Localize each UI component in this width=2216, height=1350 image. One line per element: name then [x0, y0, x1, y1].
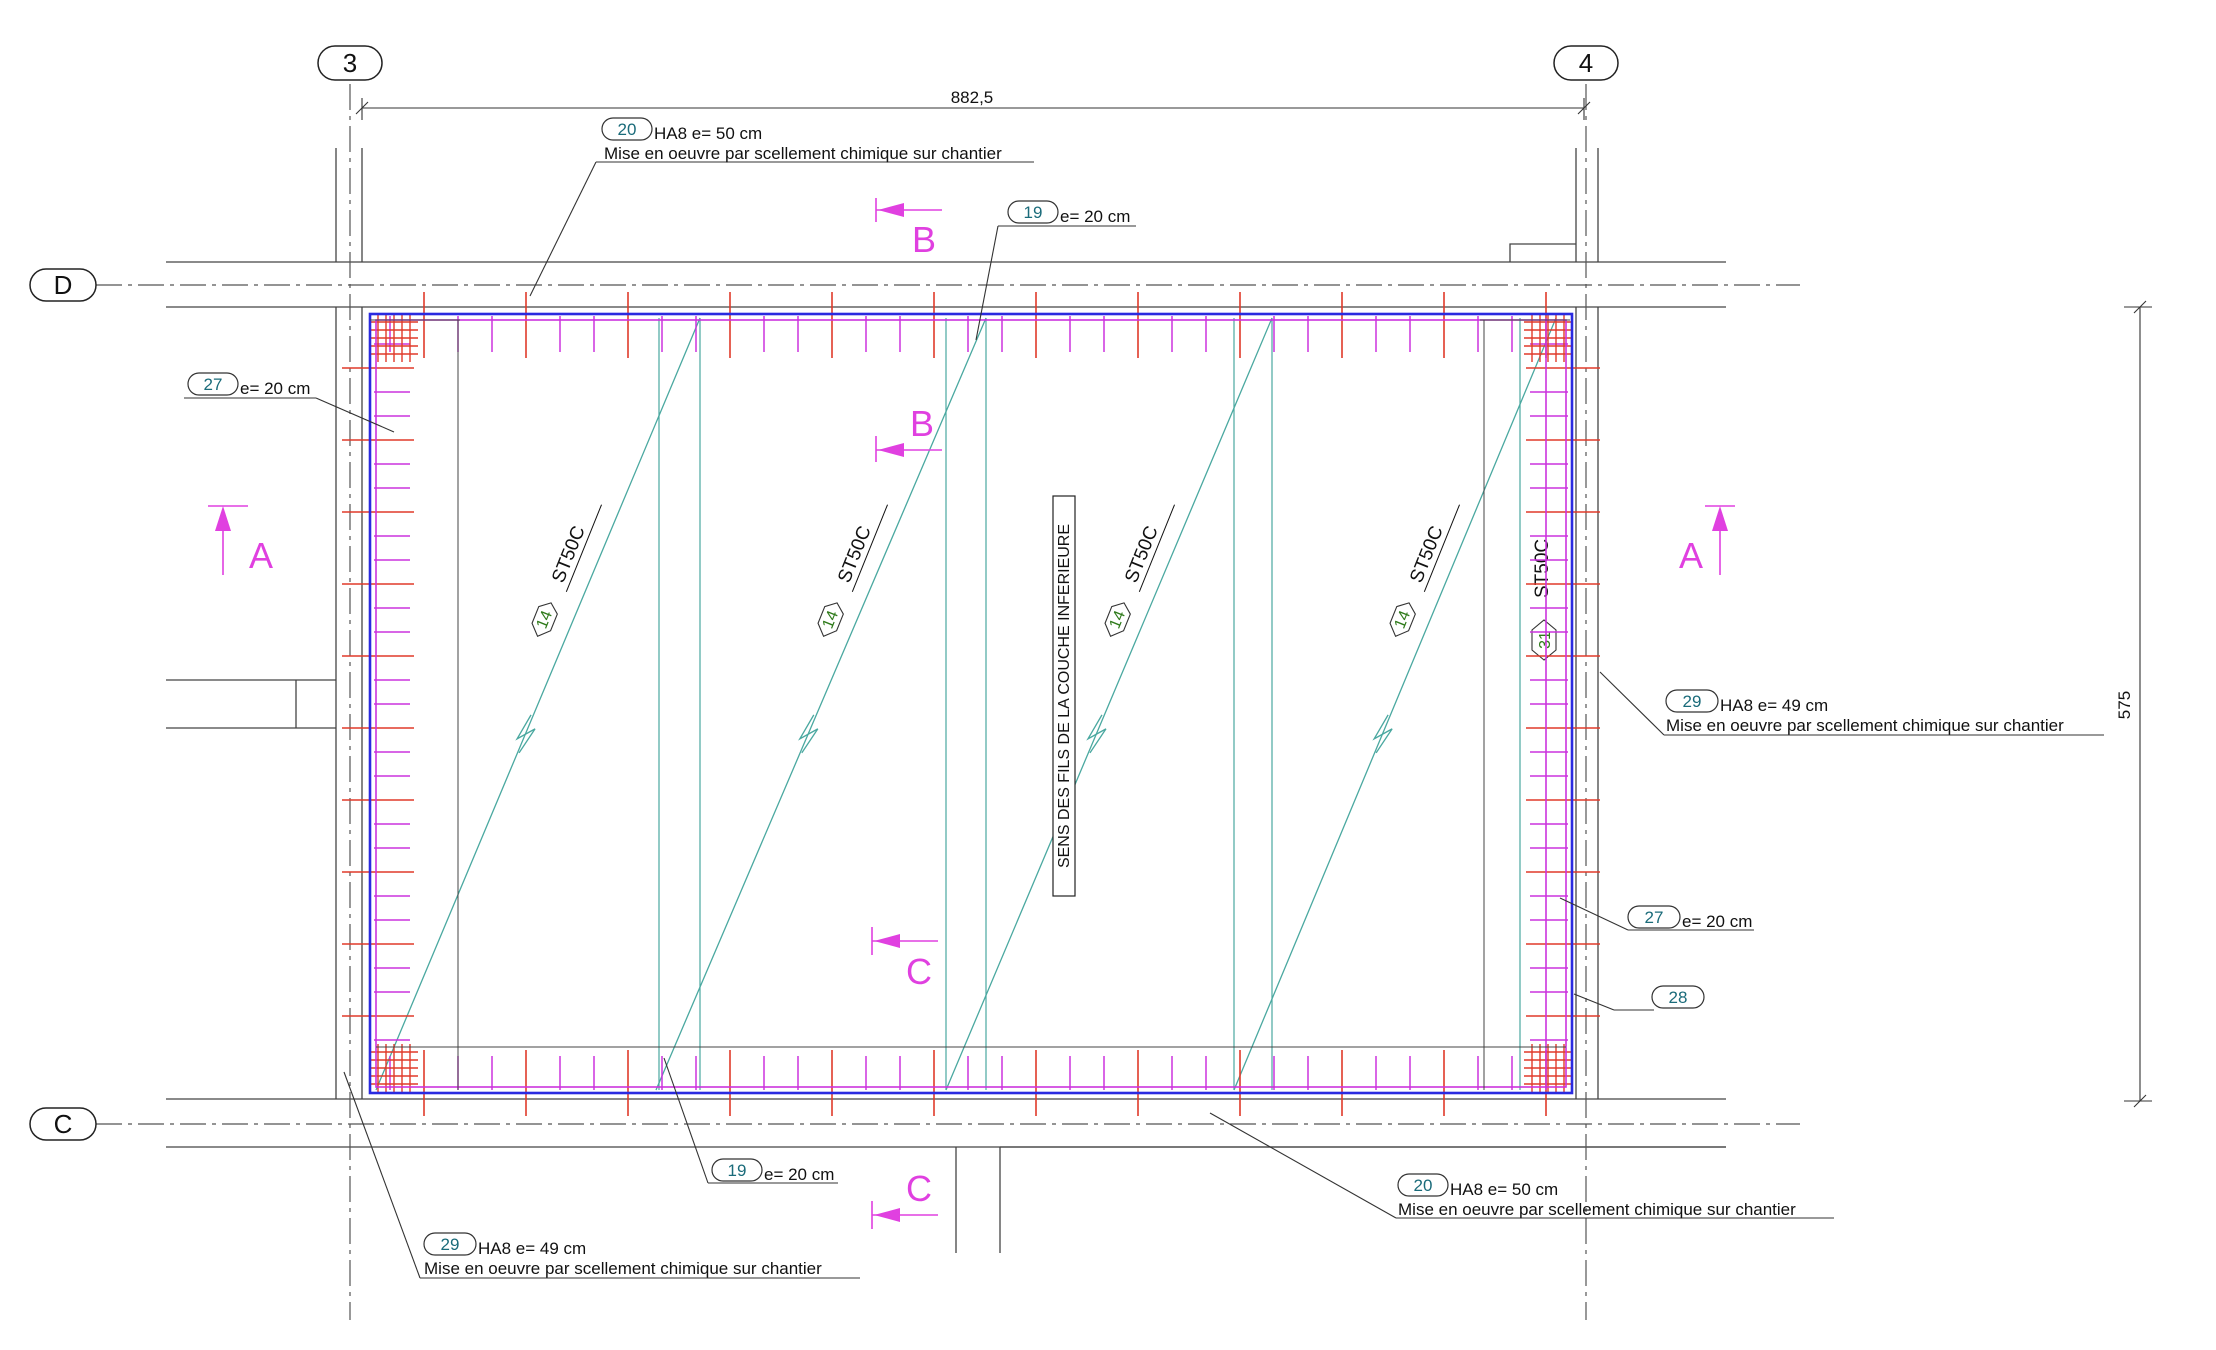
callout-19-top-line1: e= 20 cm — [1060, 207, 1130, 226]
mesh-break-symbol — [798, 714, 819, 754]
callout-27-right: 27 e= 20 cm — [1559, 897, 1754, 931]
rebar-corner-cross — [1524, 1044, 1572, 1092]
inner-chords — [370, 319, 1570, 1090]
callout-29-right-line2: Mise en oeuvre par scellement chimique s… — [1666, 716, 2064, 735]
callout-19-bottom: 19 e= 20 cm — [663, 1057, 838, 1184]
dimension-height — [2124, 300, 2152, 1108]
slab-inner-outline — [375, 318, 1567, 1090]
callout-20-top-line2: Mise en oeuvre par scellement chimique s… — [604, 144, 1002, 163]
mesh-mark-hexagon — [1389, 602, 1416, 637]
mesh-panel-diagonal — [375, 317, 701, 1091]
callout-19-bottom-mark: 19 — [728, 1161, 747, 1180]
callout-29-bottom-line1: HA8 e= 49 cm — [478, 1239, 586, 1258]
callout-27-left: 27 e= 20 cm — [184, 372, 395, 433]
mesh-label-group: ST50C 14 — [1389, 504, 1460, 637]
callout-28-right: 28 — [1573, 985, 1705, 1011]
callout-27-right-line1: e= 20 cm — [1682, 912, 1752, 931]
mesh-mark-hexagon — [1104, 602, 1131, 637]
mesh-label-group: ST50C 14 — [817, 504, 888, 637]
section-mark-A-left: A — [208, 505, 273, 576]
section-label-A-right: A — [1679, 535, 1703, 576]
mesh-mark-number: 14 — [1107, 608, 1129, 631]
callout-19-bottom-line1: e= 20 cm — [764, 1165, 834, 1184]
callout-20-bottom: 20 HA8 e= 50 cm Mise en oeuvre par scell… — [1209, 1112, 1834, 1219]
rebar-corner-cross — [1524, 314, 1572, 362]
section-label-B-mid: B — [910, 403, 934, 444]
structure-lines — [166, 148, 1726, 1253]
callout-27-left-mark: 27 — [204, 375, 223, 394]
section-mark-C-mid: C — [871, 927, 938, 992]
callout-27-right-mark: 27 — [1645, 908, 1664, 927]
callout-29-bottom-mark: 29 — [441, 1235, 460, 1254]
callout-20-bottom-mark: 20 — [1414, 1176, 1433, 1195]
callout-20-top-line1: HA8 e= 50 cm — [654, 124, 762, 143]
section-label-C-mid: C — [906, 951, 932, 992]
callout-29-right-mark: 29 — [1683, 692, 1702, 711]
dimension-width-label: 882,5 — [951, 88, 994, 107]
mesh-panel-diagonal — [1233, 317, 1557, 1091]
grid-axes — [96, 84, 1800, 1320]
callout-29-bottom-line2: Mise en oeuvre par scellement chimique s… — [424, 1259, 822, 1278]
mesh-panel-diagonal — [655, 317, 987, 1091]
rebar-corner-cross — [370, 314, 418, 362]
callout-20-bottom-line1: HA8 e= 50 cm — [1450, 1180, 1558, 1199]
section-marks: A A B B C — [208, 198, 1735, 1229]
mesh-label-group: ST50C 14 — [1104, 504, 1175, 637]
section-mark-C-bottom: C — [871, 1168, 938, 1229]
section-label-C-bottom: C — [906, 1168, 932, 1209]
mesh-type-label: ST50C — [548, 523, 590, 586]
callout-20-top: 20 HA8 e= 50 cm Mise en oeuvre par scell… — [529, 117, 1034, 297]
section-mark-A-right: A — [1679, 505, 1735, 576]
mesh-mark-hexagon — [531, 602, 558, 637]
callout-19-top: 19 e= 20 cm — [975, 200, 1136, 341]
mesh-mark-hexagon — [817, 602, 844, 637]
mesh-mark-number: 14 — [1392, 608, 1414, 631]
rebar-ticks — [342, 292, 1600, 1116]
slab-outline — [368, 312, 1574, 1095]
callout-29-bottom: 29 HA8 e= 49 cm Mise en oeuvre par scell… — [343, 1071, 860, 1279]
mesh-type-label: ST50C — [1406, 523, 1448, 586]
grid-bubble-D: D — [29, 268, 97, 302]
mesh-type-label: ST50C — [1121, 523, 1163, 586]
callout-29-right: 29 HA8 e= 49 cm Mise en oeuvre par scell… — [1599, 671, 2104, 736]
grid-label-4: 4 — [1579, 48, 1593, 78]
mesh-break-symbol — [1086, 714, 1107, 754]
grid-label-D: D — [54, 270, 73, 300]
section-label-A-left: A — [249, 535, 273, 576]
mesh-mark-number: 14 — [534, 608, 556, 631]
mesh-label-group: ST50C 14 — [531, 504, 602, 637]
mesh-panel-diagonal — [945, 317, 1273, 1091]
callout-27-left-line1: e= 20 cm — [240, 379, 310, 398]
callout-29-right-line1: HA8 e= 49 cm — [1720, 696, 1828, 715]
callout-20-top-mark: 20 — [618, 120, 637, 139]
section-label-B-top: B — [912, 219, 936, 260]
callout-20-bottom-line2: Mise en oeuvre par scellement chimique s… — [1398, 1200, 1796, 1219]
section-mark-B-mid: B — [875, 403, 942, 462]
dimension-height-label: 575 — [2115, 691, 2134, 719]
rebar-corner-cross — [370, 1044, 418, 1092]
callout-28-right-mark: 28 — [1669, 988, 1688, 1007]
dimension-width — [355, 98, 1591, 120]
mesh-break-symbol — [515, 714, 536, 754]
direction-note: SENS DES FILS DE LA COUCHE INFERIEURE — [1052, 495, 1076, 897]
direction-note-text: SENS DES FILS DE LA COUCHE INFERIEURE — [1056, 524, 1073, 868]
callout-19-top-mark: 19 — [1024, 203, 1043, 222]
grid-label-C: C — [54, 1109, 73, 1139]
grid-label-3: 3 — [343, 48, 357, 78]
grid-bubble-C: C — [29, 1107, 97, 1141]
grid-bubble-4: 4 — [1553, 45, 1619, 81]
mesh-break-symbol — [1372, 714, 1393, 754]
mesh-mark-number: 14 — [820, 608, 842, 631]
grid-bubble-3: 3 — [317, 45, 383, 81]
section-mark-B-top: B — [875, 198, 942, 260]
mesh-type-label: ST50C — [834, 523, 876, 586]
edge-mesh-type-label: ST50C — [1532, 539, 1553, 598]
